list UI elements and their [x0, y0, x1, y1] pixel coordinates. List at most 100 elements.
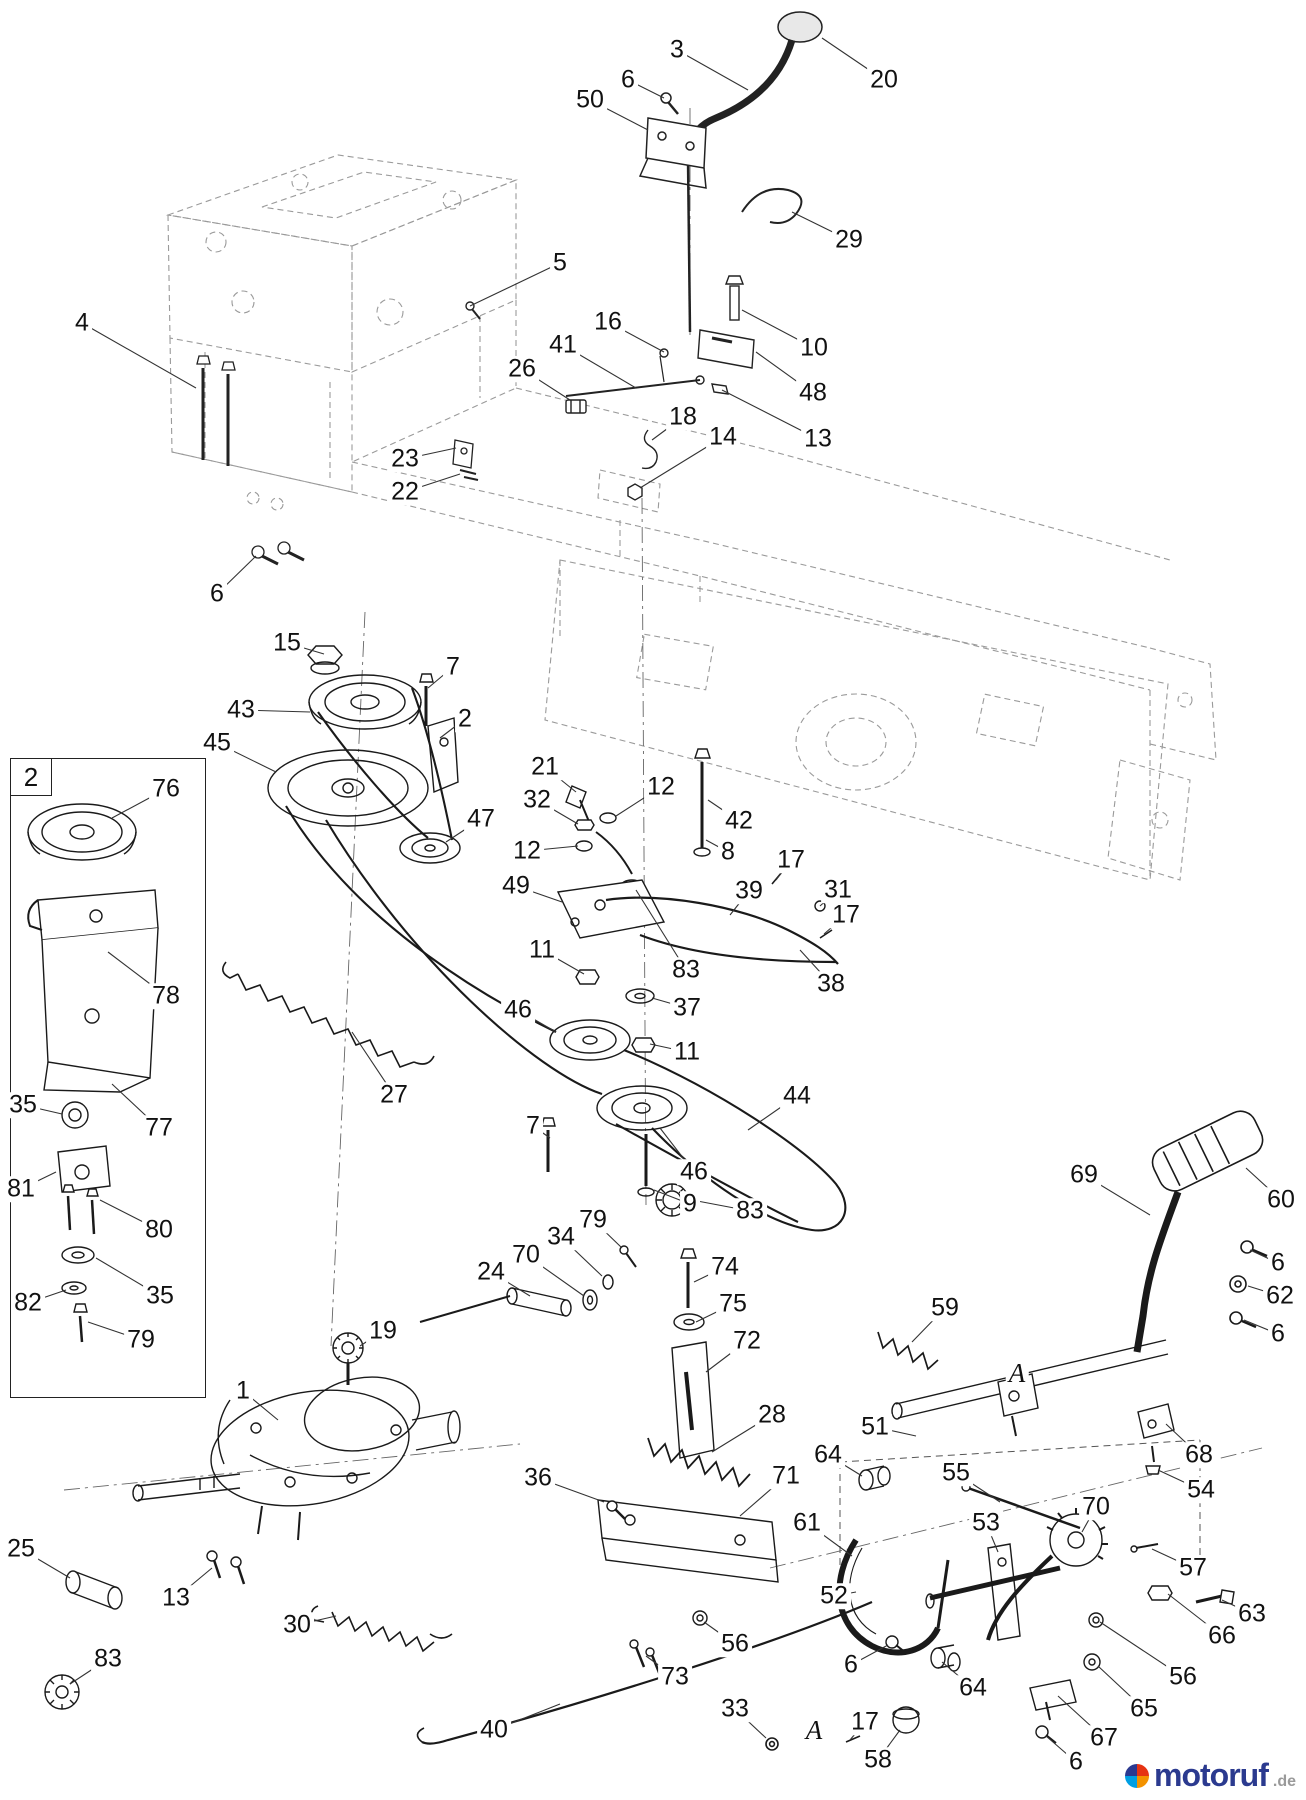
callout-label: 77 [142, 1115, 176, 1141]
callout-label: 70 [509, 1242, 543, 1268]
motoruf-logo-icon [1125, 1763, 1150, 1788]
callout-label: 3 [667, 37, 687, 63]
callout-label: 62 [1263, 1283, 1297, 1309]
callout-label: 49 [499, 873, 533, 899]
motoruf-logo-tld: .de [1272, 1773, 1296, 1790]
callout-label: 11 [526, 937, 558, 963]
callout-label: 44 [780, 1083, 814, 1109]
callout-label: 38 [814, 971, 848, 997]
callout-label: 20 [867, 67, 901, 93]
callout-label: 83 [669, 957, 703, 983]
callout-label: 74 [708, 1254, 742, 1280]
callout-label: 40 [477, 1717, 511, 1743]
callout-label: 36 [521, 1465, 555, 1491]
callout-label: 70 [1079, 1494, 1113, 1520]
callout-label: 63 [1235, 1601, 1269, 1627]
callout-label: 9 [680, 1191, 700, 1217]
callout-label: 13 [159, 1585, 193, 1611]
callout-label: 22 [388, 479, 422, 505]
callout-label: 37 [670, 995, 704, 1021]
callout-label: 23 [388, 446, 422, 472]
callout-label: 48 [796, 380, 830, 406]
callout-label: 53 [969, 1510, 1003, 1536]
callout-label: 45 [200, 730, 234, 756]
callout-label: 64 [811, 1442, 845, 1468]
callout-label: 2 [455, 706, 475, 732]
callout-label: 39 [732, 878, 766, 904]
engine-pulley-stack [267, 645, 461, 864]
callout-label: 46 [677, 1159, 711, 1185]
callout-label: 43 [224, 697, 258, 723]
inset-detail-box [10, 758, 206, 1398]
callout-label: 11 [671, 1039, 703, 1065]
callout-label: 78 [149, 983, 183, 1009]
callout-label: 31 [821, 877, 855, 903]
callout-label: 59 [928, 1295, 962, 1321]
clip-bracket [452, 439, 479, 481]
callout-label: A [802, 1717, 826, 1745]
callout-label: 51 [858, 1414, 892, 1440]
frame-bolts [196, 355, 305, 566]
callout-label: 13 [801, 426, 835, 452]
callout-label: 12 [510, 838, 544, 864]
callout-label: 32 [520, 787, 554, 813]
callout-label: 71 [769, 1463, 803, 1489]
clutch-spring [222, 961, 435, 1068]
callout-label: 72 [730, 1328, 764, 1354]
input-shaft-spacers [419, 1245, 637, 1323]
callout-label: A [1005, 1360, 1029, 1388]
callout-label: 41 [546, 332, 580, 358]
callout-label: 35 [143, 1283, 177, 1309]
callout-label: 26 [505, 356, 539, 382]
callout-label: 6 [1268, 1321, 1288, 1347]
callout-label: 14 [706, 424, 740, 450]
callout-label: 6 [207, 581, 227, 607]
callout-label: 46 [501, 997, 535, 1023]
callout-label: 79 [576, 1207, 610, 1233]
motoruf-logo: motoruf .de [1125, 1757, 1296, 1794]
transaxle [132, 1332, 461, 1585]
callout-label: 30 [280, 1612, 314, 1638]
callout-label: 42 [722, 808, 756, 834]
callout-label: 12 [644, 774, 678, 800]
callout-label: 5 [550, 250, 570, 276]
callout-label: 79 [124, 1327, 158, 1353]
brake-spring-rod [310, 1600, 873, 1751]
chassis-frame-outline [165, 154, 1217, 881]
callout-label: 47 [464, 806, 498, 832]
callout-label: 80 [142, 1217, 176, 1243]
callout-label: 25 [4, 1536, 38, 1562]
callout-label: 1 [233, 1378, 253, 1404]
callout-label: 76 [149, 776, 183, 802]
callout-label: 73 [658, 1664, 692, 1690]
idler-pulleys [541, 879, 688, 1197]
callout-label: 57 [1176, 1555, 1210, 1581]
callout-label: 6 [1268, 1250, 1288, 1276]
inset-exploded-parts [27, 803, 159, 1343]
indicator-wire [741, 188, 803, 224]
callout-label: 21 [528, 754, 562, 780]
pedal-cross-shaft [858, 1331, 1175, 1491]
callout-label: 16 [591, 309, 625, 335]
inset-detail-tag: 2 [10, 758, 52, 796]
callout-label: 56 [718, 1631, 752, 1657]
callout-label: 68 [1182, 1442, 1216, 1468]
pedal-linkage-assembly [629, 1482, 1235, 1744]
callout-label: 15 [270, 630, 304, 656]
callout-label: 34 [544, 1224, 578, 1250]
callout-label: 58 [861, 1747, 895, 1773]
callout-label: 19 [366, 1318, 400, 1344]
callout-label: 75 [716, 1291, 750, 1317]
callout-label: 60 [1264, 1187, 1298, 1213]
callout-label: 64 [956, 1675, 990, 1701]
callout-label: 82 [11, 1290, 45, 1316]
callout-label: 18 [666, 404, 700, 430]
callout-label: 6 [1066, 1749, 1086, 1775]
tension-strap-assembly [597, 1248, 779, 1583]
callout-label: 83 [91, 1646, 125, 1672]
callout-label: 66 [1205, 1623, 1239, 1649]
shift-plate-parts [465, 275, 755, 501]
axle-sleeve-knob [44, 1570, 123, 1710]
